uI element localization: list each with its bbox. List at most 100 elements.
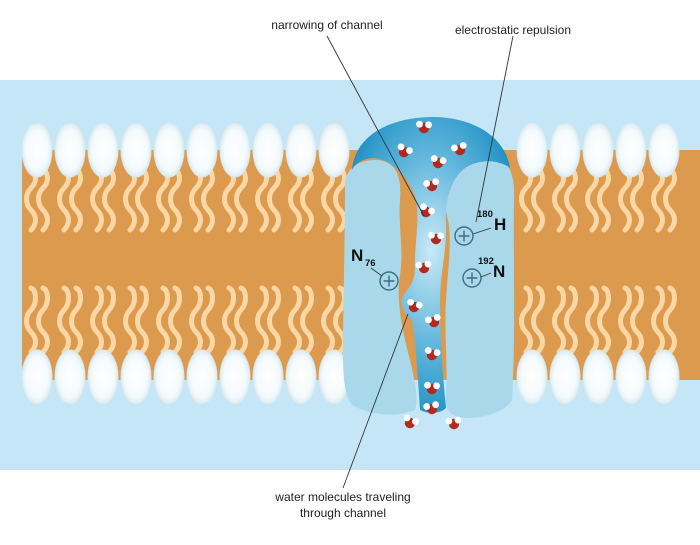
lipid-head	[252, 349, 284, 405]
lipid-tail	[630, 163, 644, 233]
lipid-head	[252, 122, 284, 178]
lipid-tail	[57, 163, 71, 233]
lipid-head	[87, 122, 119, 178]
lipid-tail	[564, 285, 578, 355]
lipid-tail	[288, 163, 302, 233]
lipid-tail	[57, 285, 71, 355]
lipid-head	[186, 122, 218, 178]
lipid-tail	[201, 163, 215, 233]
lipid-tail	[135, 163, 149, 233]
lipid-tail	[519, 285, 533, 355]
lipid-tail	[597, 163, 611, 233]
lipid-tail	[552, 163, 566, 233]
lipid-head	[87, 349, 119, 405]
label-narrowing: narrowing of channel	[271, 18, 382, 32]
positive-charge-icon	[379, 271, 399, 291]
residue-number: 76	[365, 258, 376, 269]
lipid-tail	[102, 163, 116, 233]
lipid-tail	[168, 163, 182, 233]
residue-n76: N 76	[351, 246, 383, 277]
lipid-tail	[531, 285, 545, 355]
residue-letter: H	[494, 215, 506, 234]
lipid-tail	[201, 285, 215, 355]
lipid-head	[582, 122, 614, 178]
lipid-tail	[189, 285, 203, 355]
lipid-tail	[24, 285, 38, 355]
lipid-tail	[630, 285, 644, 355]
lipid-head	[54, 349, 86, 405]
lipid-tail	[222, 163, 236, 233]
residue-letter: N	[351, 246, 363, 265]
lipid-head	[648, 349, 680, 405]
lipid-tail	[267, 285, 281, 355]
lipid-tail	[234, 163, 248, 233]
lipid-head	[21, 349, 53, 405]
lipid-head	[153, 122, 185, 178]
label-water-line1: water molecules traveling	[274, 490, 410, 504]
lipid-head	[120, 122, 152, 178]
lipid-head	[516, 122, 548, 178]
lipid-tail	[300, 285, 314, 355]
lipid-tail	[156, 285, 170, 355]
protein-left-lobe	[343, 160, 417, 415]
lipid-tail	[168, 285, 182, 355]
lipid-head	[615, 349, 647, 405]
lipid-tail	[651, 285, 665, 355]
label-water-line2: through channel	[300, 506, 386, 520]
lipid-head	[285, 122, 317, 178]
lipid-head	[582, 349, 614, 405]
lipid-tail	[597, 285, 611, 355]
lipid-tail	[585, 163, 599, 233]
lipid-tail	[663, 163, 677, 233]
lipid-tail	[321, 163, 335, 233]
lipid-head	[219, 122, 251, 178]
label-repulsion: electrostatic repulsion	[455, 23, 571, 37]
lipid-tail	[234, 285, 248, 355]
positive-charge-icon	[462, 268, 482, 288]
lipid-tail	[69, 285, 83, 355]
lipid-tail	[135, 285, 149, 355]
callout-line-narrowing	[326, 35, 425, 217]
residue-letter: N	[493, 262, 505, 281]
lipid-tail	[24, 163, 38, 233]
lipid-tail	[255, 163, 269, 233]
lipid-tail	[552, 285, 566, 355]
lipid-tail	[288, 285, 302, 355]
lipid-tail	[519, 163, 533, 233]
lipid-tail	[189, 163, 203, 233]
lipid-tail	[36, 285, 50, 355]
lipid-tail	[267, 163, 281, 233]
lipid-tail	[300, 163, 314, 233]
lipid-tail	[123, 163, 137, 233]
lipid-tail	[255, 285, 269, 355]
residue-number: 192	[478, 256, 494, 267]
lipid-head	[54, 122, 86, 178]
lipid-tail	[156, 163, 170, 233]
lipid-tail	[651, 163, 665, 233]
lipid-tails	[24, 163, 677, 355]
lipid-tail	[564, 163, 578, 233]
lipid-head	[549, 122, 581, 178]
lipid-tail	[90, 285, 104, 355]
lipid-head	[21, 122, 53, 178]
lipid-tail	[531, 163, 545, 233]
residue-n192: 192 N	[478, 256, 505, 281]
residue-number: 180	[477, 209, 493, 220]
lipid-head	[318, 122, 350, 178]
lipid-tail	[663, 285, 677, 355]
callout-line-water	[342, 313, 409, 489]
lipid-head	[153, 349, 185, 405]
lipid-head	[120, 349, 152, 405]
lipid-head	[549, 349, 581, 405]
lipid-tail	[321, 285, 335, 355]
lipid-tail	[333, 163, 347, 233]
callout-line-repulsion	[475, 35, 514, 223]
lipid-tail	[69, 163, 83, 233]
lipid-head	[615, 122, 647, 178]
lipid-tail	[618, 285, 632, 355]
lipid-tail	[90, 163, 104, 233]
lipid-head	[516, 349, 548, 405]
lipid-heads	[21, 122, 680, 405]
positive-charge-icon	[454, 226, 474, 246]
